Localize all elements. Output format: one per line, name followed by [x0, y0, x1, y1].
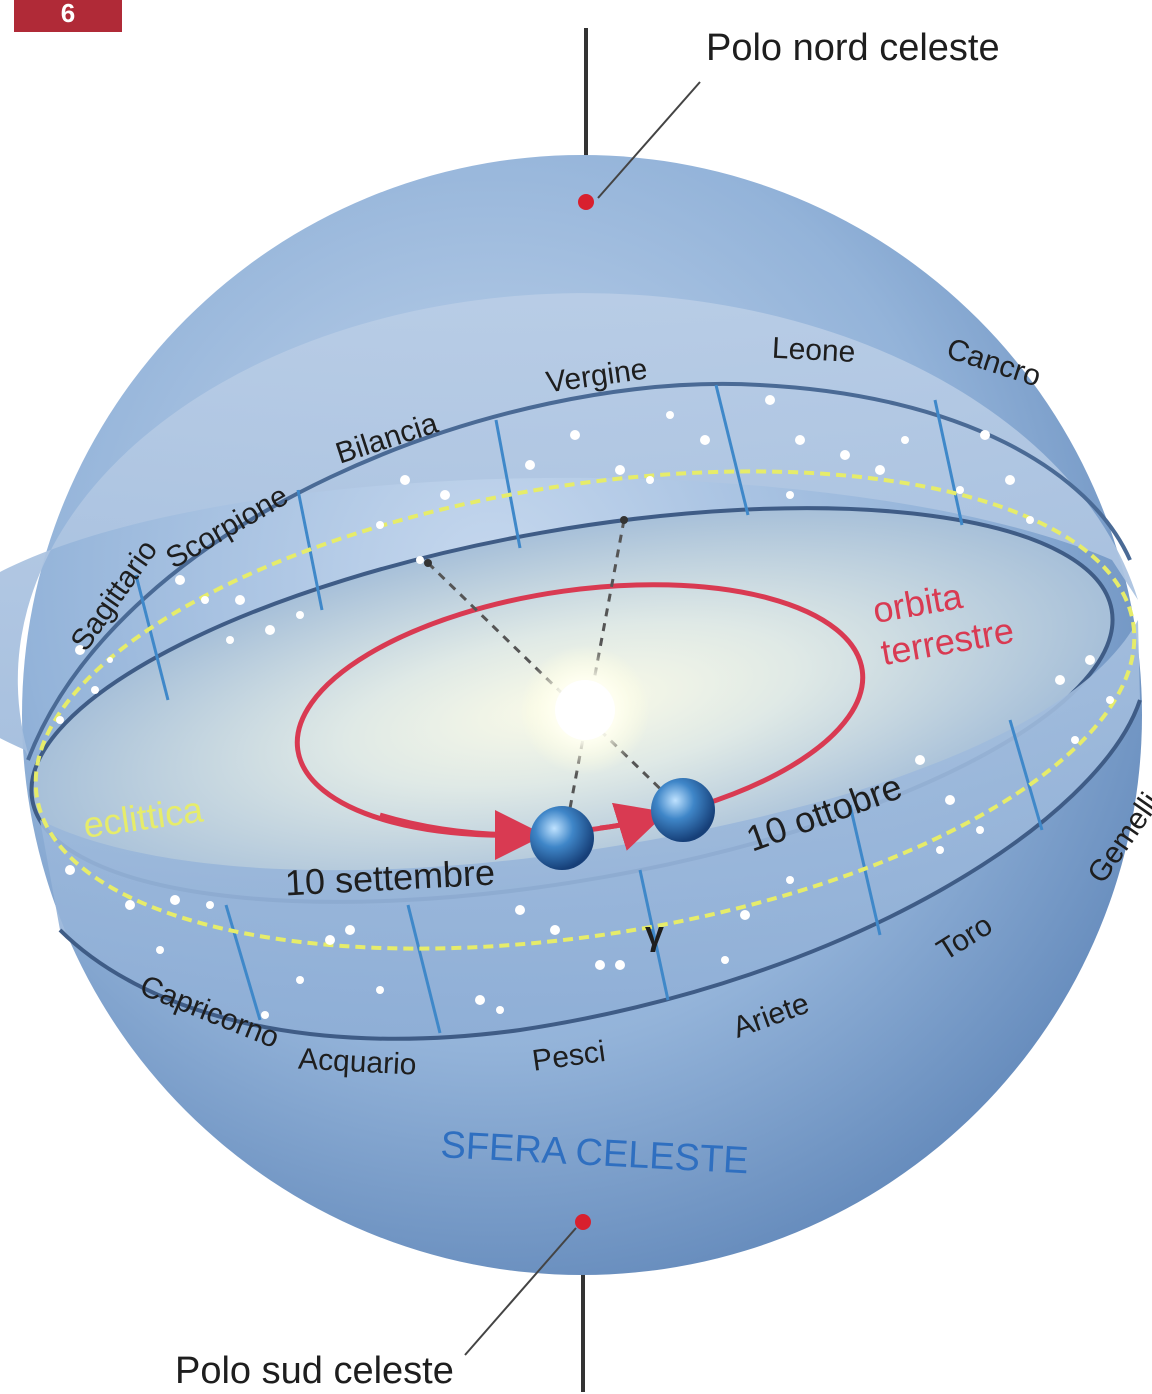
earth-icon-september	[530, 806, 594, 870]
north-pole-label: Polo nord celeste	[706, 27, 1000, 69]
north-pole-pointer	[597, 81, 701, 199]
sight-lines	[426, 519, 682, 836]
zodiac-band-back	[0, 293, 1138, 760]
south-pole-dot	[575, 1214, 591, 1230]
band-bottom-edge	[58, 699, 1142, 1041]
zodiac-band-front	[40, 620, 1140, 1039]
band-top-edge	[26, 382, 1132, 761]
sight-point-bilancia	[424, 559, 432, 567]
south-pole-label: Polo sud celeste	[175, 1350, 454, 1392]
constellation-leone: Leone	[771, 332, 856, 369]
orbit-arrow	[379, 809, 545, 860]
figure-number-badge: 6	[14, 0, 122, 32]
constellation-stars	[56, 395, 1114, 1019]
ecliptic-line	[33, 469, 1137, 951]
earth-orbit	[294, 582, 866, 838]
sun-core	[555, 680, 615, 740]
orbit-arrow-2	[599, 802, 668, 851]
vernal-point-label: γ	[645, 915, 664, 953]
sight-point-vergine	[620, 516, 628, 524]
constellation-acquario: Acquario	[297, 1043, 417, 1082]
south-pole-pointer	[464, 1227, 577, 1356]
north-pole-dot	[578, 194, 594, 210]
earth-icon-october	[651, 778, 715, 842]
